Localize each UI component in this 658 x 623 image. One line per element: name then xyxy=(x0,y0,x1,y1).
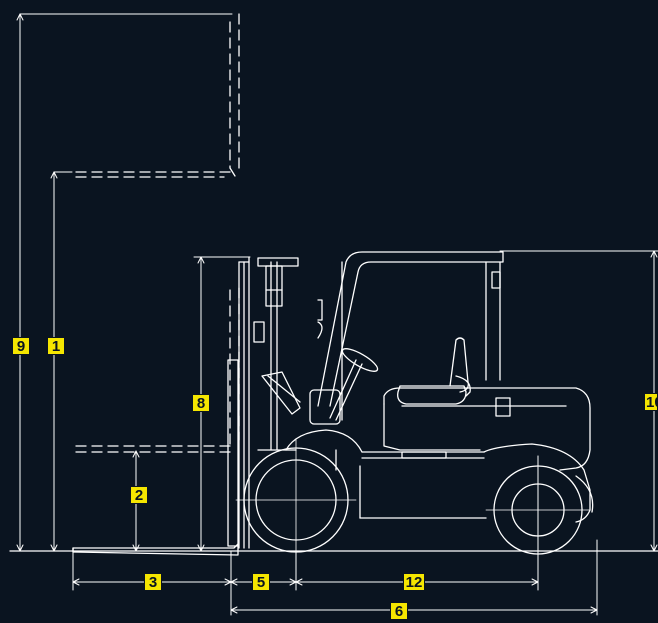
forks xyxy=(72,543,239,556)
dimension-label-8: 8 xyxy=(192,394,210,412)
truck-body xyxy=(285,387,594,523)
dimension-label-3: 3 xyxy=(144,573,162,591)
extended-mast-outline xyxy=(75,13,240,178)
dimension-label-6: 6 xyxy=(390,602,408,620)
mast xyxy=(227,256,299,549)
dimension-label-5: 5 xyxy=(252,573,270,591)
dimension-label-2: 2 xyxy=(130,486,148,504)
dimension-label-12: 12 xyxy=(403,573,425,591)
front-wheel xyxy=(235,439,357,561)
rear-wheel xyxy=(485,455,591,565)
dimension-label-9: 9 xyxy=(12,337,30,355)
dimension-label-10: 10 xyxy=(644,393,658,411)
dimension-label-1: 1 xyxy=(47,337,65,355)
dimension-lines xyxy=(16,13,658,616)
overhead-guard xyxy=(317,251,504,421)
seat xyxy=(397,337,471,405)
carriage-outline xyxy=(75,287,240,453)
steering-wheel xyxy=(261,299,379,425)
